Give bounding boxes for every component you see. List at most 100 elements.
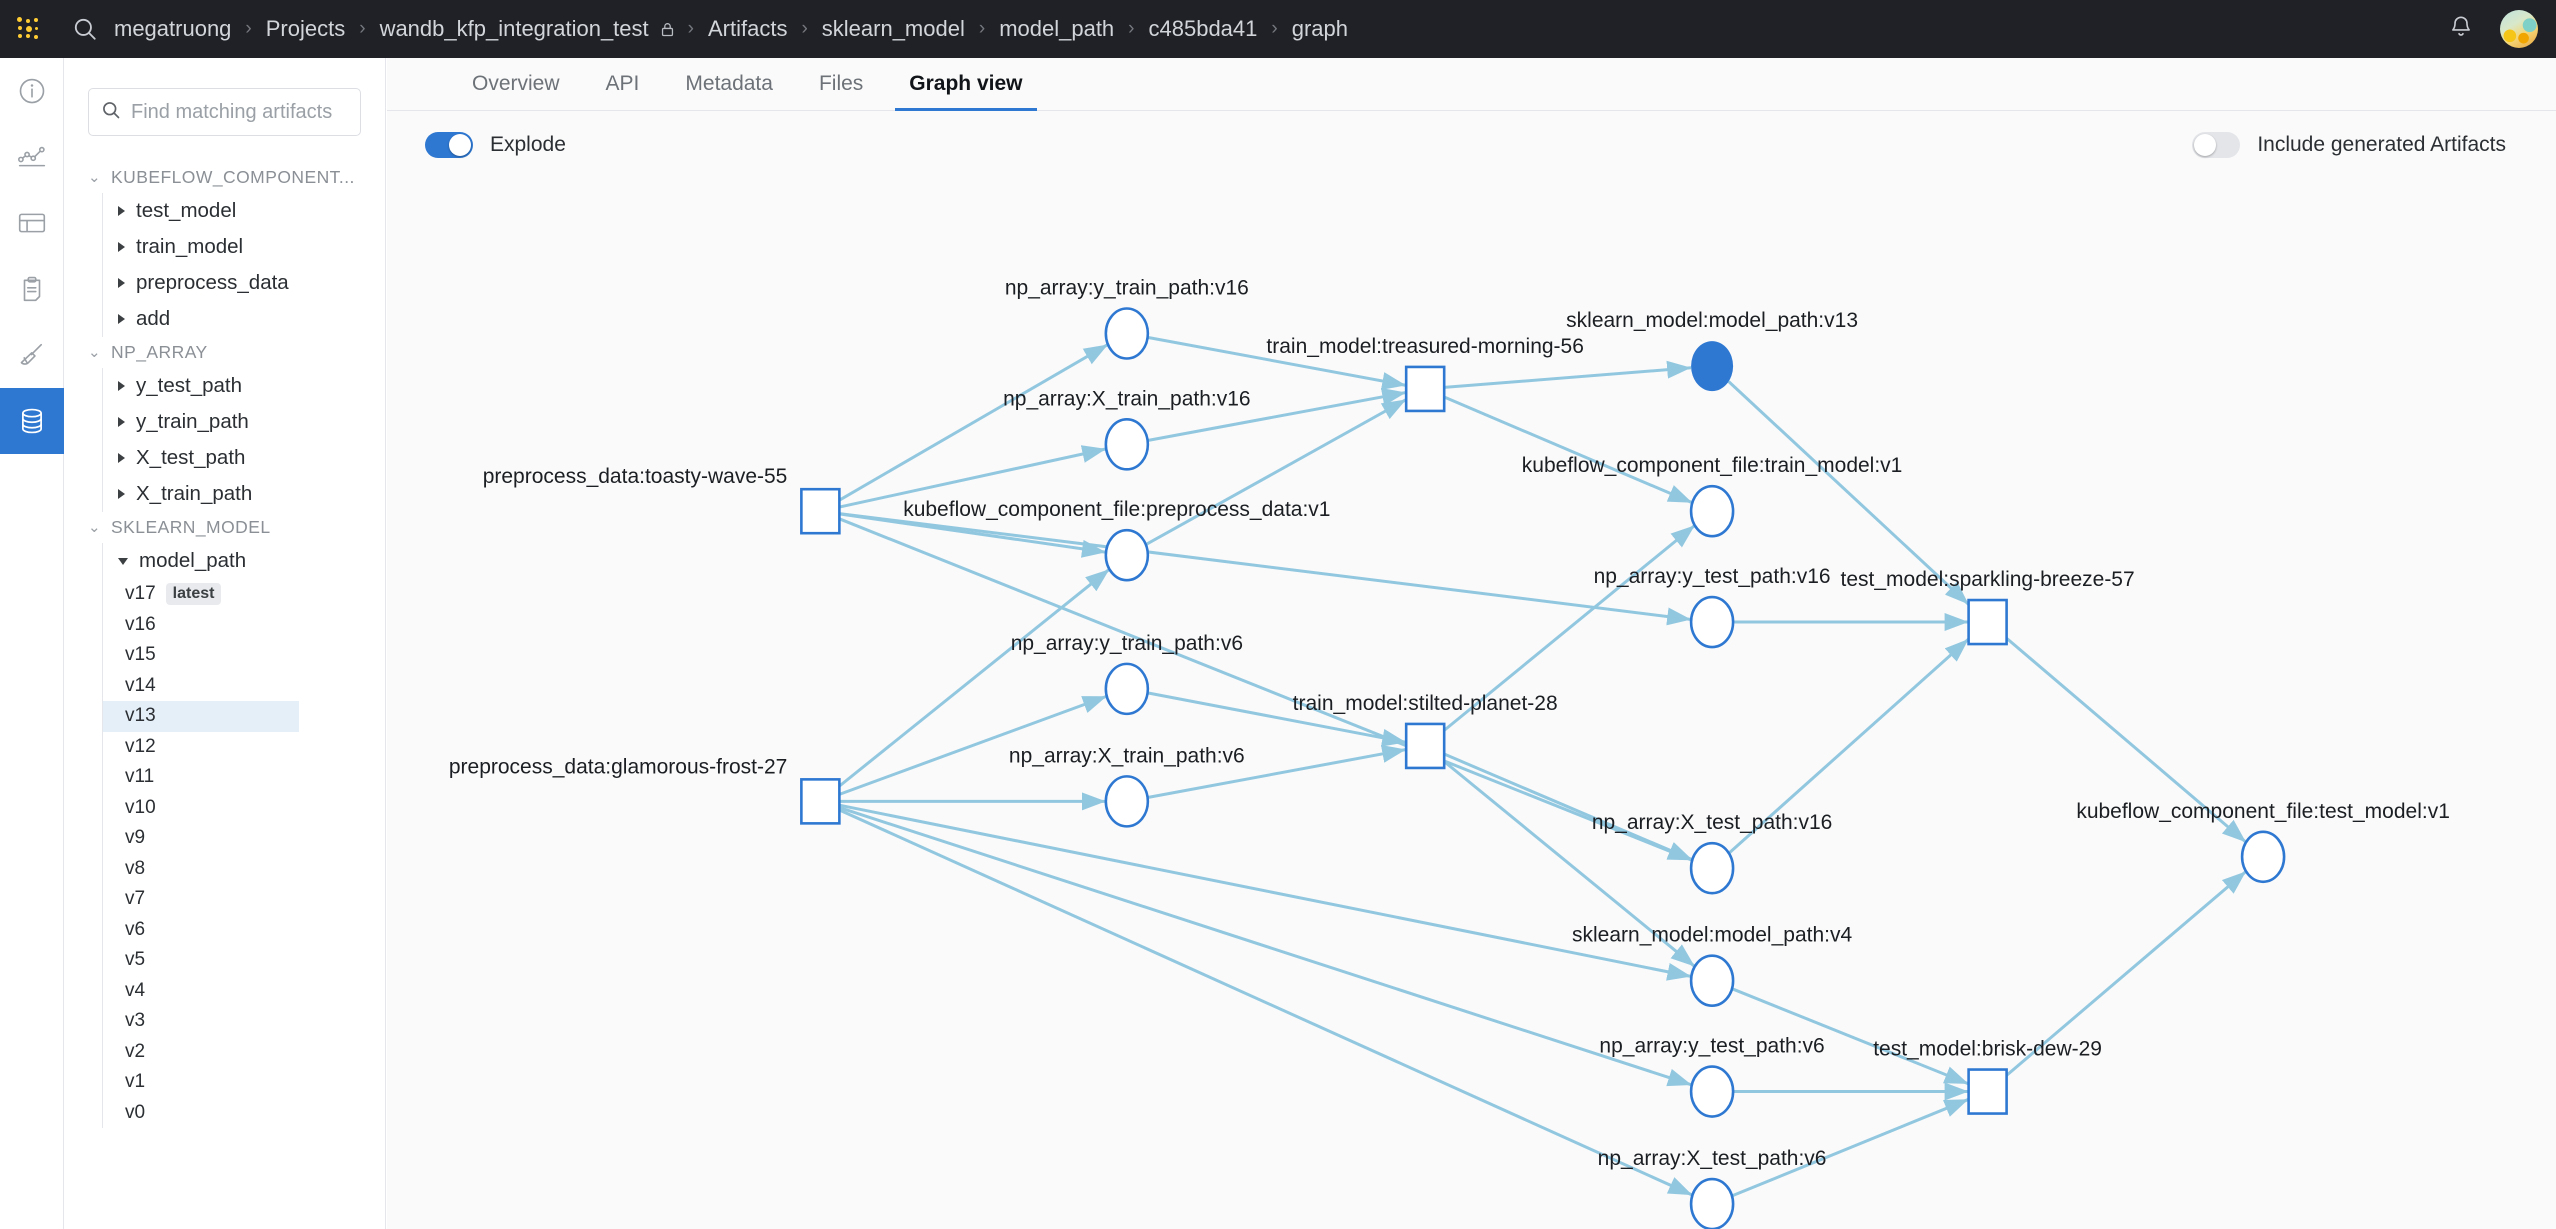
include-generated-toggle[interactable]: Include generated Artifacts: [2192, 132, 2506, 158]
explode-switch[interactable]: [425, 132, 473, 158]
graph-node-shape[interactable]: [800, 487, 841, 535]
graph-node-shape[interactable]: [1967, 598, 2008, 646]
graph-node-shape[interactable]: [2240, 830, 2286, 884]
graph-canvas[interactable]: np_array:y_train_path:v16 np_array:X_trai…: [387, 179, 2556, 1229]
graph-node-shape[interactable]: [1689, 1065, 1735, 1118]
version-item-v6[interactable]: v6: [103, 915, 385, 946]
graph-node[interactable]: test_model:brisk-dew-29: [1873, 1038, 2102, 1115]
version-item-v8[interactable]: v8: [103, 854, 385, 885]
version-item-v3[interactable]: v3: [103, 1006, 385, 1037]
graph-node[interactable]: np_array:X_train_path:v6: [1009, 744, 1245, 828]
version-item-v10[interactable]: v10: [103, 793, 385, 824]
graph-node[interactable]: np_array:X_test_path:v16: [1592, 811, 1833, 895]
graph-node[interactable]: kubeflow_component_file:train_model:v1: [1522, 454, 1903, 538]
graph-node-shape[interactable]: [1404, 722, 1446, 770]
rail-item-sweeps[interactable]: [0, 322, 64, 388]
graph-node[interactable]: sklearn_model:model_path:v13: [1566, 309, 1858, 392]
tree-item-test_model[interactable]: test_model: [103, 193, 385, 229]
tree-group-header[interactable]: ⌄NP_ARRAY: [64, 337, 385, 368]
graph-node-shape[interactable]: [1104, 528, 1150, 582]
breadcrumb-item[interactable]: model_path: [999, 16, 1115, 41]
graph-node-shape[interactable]: [1689, 1177, 1735, 1229]
tree-group-header[interactable]: ⌄KUBEFLOW_COMPONENT...: [64, 162, 385, 193]
tree-item-X_train_path[interactable]: X_train_path: [103, 476, 385, 512]
graph-node-shape[interactable]: [1689, 954, 1735, 1007]
graph-node-shape[interactable]: [1104, 418, 1150, 471]
graph-node[interactable]: np_array:y_train_path:v6: [1011, 632, 1243, 716]
graph-node-shape[interactable]: [1689, 484, 1735, 538]
version-item-v12[interactable]: v12: [103, 732, 385, 763]
version-item-v16[interactable]: v16: [103, 610, 385, 641]
rail-item-table[interactable]: [0, 190, 64, 256]
graph-node-selected-shape[interactable]: [1691, 341, 1734, 392]
graph-node[interactable]: train_model:stilted-planet-28: [1293, 692, 1558, 770]
tree-group-header[interactable]: ⌄SKLEARN_MODEL: [64, 512, 385, 543]
graph-node[interactable]: np_array:y_train_path:v16: [1005, 277, 1249, 360]
breadcrumb-item[interactable]: Projects: [265, 16, 346, 41]
graph-node[interactable]: test_model:sparkling-breeze-57: [1841, 568, 2135, 646]
version-item-v11[interactable]: v11: [103, 762, 385, 793]
explode-toggle[interactable]: Explode: [425, 132, 566, 158]
tab-api[interactable]: API: [605, 72, 640, 95]
version-item-v1[interactable]: v1: [103, 1067, 385, 1098]
tree-item-y_train_path[interactable]: y_train_path: [103, 404, 385, 440]
graph-node[interactable]: np_array:X_train_path:v16: [1003, 387, 1251, 471]
graph-node-shape[interactable]: [800, 778, 841, 825]
tree-item-add[interactable]: add: [103, 301, 385, 337]
breadcrumb-item[interactable]: c485bda41: [1148, 16, 1258, 41]
artifact-search[interactable]: [88, 88, 361, 136]
bell-icon[interactable]: [2448, 14, 2474, 45]
rail-item-charts[interactable]: [0, 124, 64, 190]
rail-item-artifacts[interactable]: [0, 388, 64, 454]
graph-node-shape[interactable]: [1689, 595, 1735, 649]
tree-item-X_test_path[interactable]: X_test_path: [103, 440, 385, 476]
graph-node-shape[interactable]: [1104, 662, 1150, 716]
graph-nodes[interactable]: np_array:y_train_path:v16 np_array:X_trai…: [449, 277, 2450, 1229]
breadcrumb-item[interactable]: wandb_kfp_integration_test: [379, 16, 649, 41]
tree-item-model_path[interactable]: model_path: [103, 543, 385, 579]
version-item-v4[interactable]: v4: [103, 976, 385, 1007]
graph-node-shape[interactable]: [1104, 307, 1150, 360]
graph-node-shape[interactable]: [1967, 1068, 2008, 1115]
version-item-v14[interactable]: v14: [103, 671, 385, 702]
breadcrumb-item[interactable]: megatruong: [114, 16, 232, 41]
rail-item-info[interactable]: [0, 58, 64, 124]
tab-files[interactable]: Files: [818, 72, 864, 95]
version-item-v0[interactable]: v0: [103, 1098, 385, 1129]
lineage-graph[interactable]: np_array:y_train_path:v16 np_array:X_trai…: [387, 179, 2556, 1229]
graph-node[interactable]: sklearn_model:model_path:v4: [1572, 924, 1852, 1007]
graph-node[interactable]: kubeflow_component_file:preprocess_data:…: [903, 498, 1330, 582]
tree-item-y_test_path[interactable]: y_test_path: [103, 368, 385, 404]
graph-node[interactable]: kubeflow_component_file:test_model:v1: [2076, 800, 2450, 884]
graph-node[interactable]: preprocess_data:toasty-wave-55: [483, 465, 841, 535]
graph-node-shape[interactable]: [1104, 775, 1150, 828]
search-input[interactable]: [131, 100, 348, 124]
graph-node[interactable]: preprocess_data:glamorous-frost-27: [449, 755, 841, 825]
graph-node[interactable]: np_array:X_test_path:v6: [1598, 1147, 1827, 1229]
avatar[interactable]: [2500, 10, 2538, 48]
tree-item-preprocess_data[interactable]: preprocess_data: [103, 265, 385, 301]
tab-overview[interactable]: Overview: [472, 72, 560, 95]
graph-node[interactable]: train_model:treasured-morning-56: [1266, 335, 1584, 413]
version-item-v13[interactable]: v13: [103, 701, 299, 732]
rail-item-reports[interactable]: [0, 256, 64, 322]
search-icon[interactable]: [58, 0, 112, 58]
version-item-v2[interactable]: v2: [103, 1037, 385, 1068]
breadcrumb-item[interactable]: graph: [1291, 16, 1348, 41]
graph-node-shape[interactable]: [1404, 365, 1446, 413]
version-item-v7[interactable]: v7: [103, 884, 385, 915]
version-item-v5[interactable]: v5: [103, 945, 385, 976]
graph-node[interactable]: np_array:y_test_path:v6: [1599, 1035, 1825, 1118]
apps-grid-icon[interactable]: [0, 0, 58, 58]
version-item-v15[interactable]: v15: [103, 640, 385, 671]
tree-item-train_model[interactable]: train_model: [103, 229, 385, 265]
breadcrumb-item[interactable]: Artifacts: [707, 16, 788, 41]
graph-node-shape[interactable]: [1689, 841, 1735, 895]
version-item-v9[interactable]: v9: [103, 823, 385, 854]
include-generated-switch[interactable]: [2192, 132, 2241, 158]
tab-graph-view[interactable]: Graph view: [886, 72, 1045, 111]
tab-metadata[interactable]: Metadata: [685, 72, 773, 95]
breadcrumb-item[interactable]: sklearn_model: [821, 16, 965, 41]
graph-node[interactable]: np_array:y_test_path:v16: [1594, 565, 1831, 649]
